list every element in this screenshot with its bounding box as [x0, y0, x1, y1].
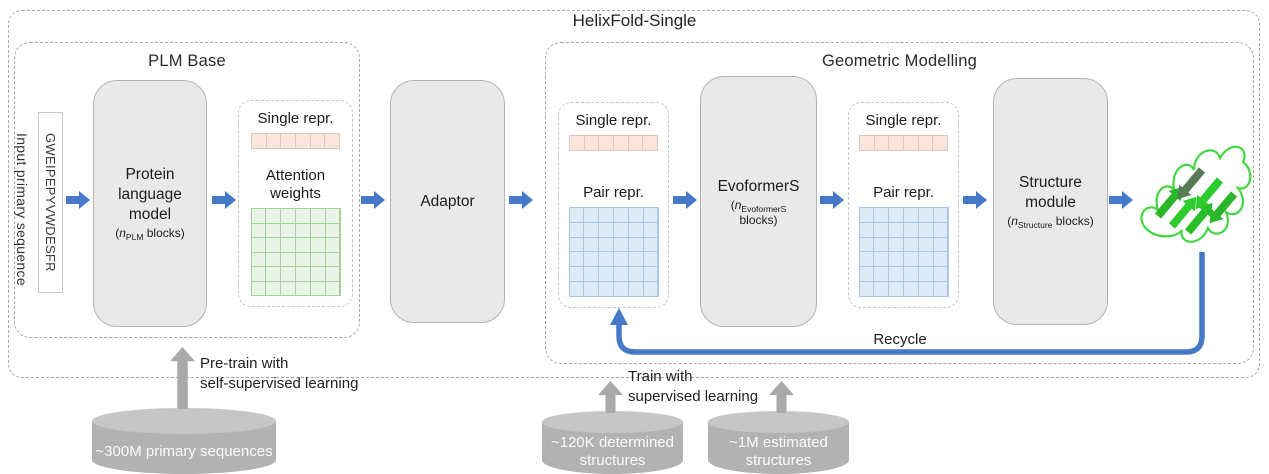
plm-box-label: Protein language model	[118, 166, 182, 223]
database-label: ~300M primary sequences	[95, 442, 273, 460]
sequence-text: GWEIPEPYVWDESFR	[43, 133, 58, 272]
recycle-label: Recycle	[873, 331, 927, 348]
single-repr-grid-icon	[569, 135, 658, 151]
single-repr-label: Single repr.	[257, 110, 334, 127]
pretrain-annotation: Pre-train with self-supervised learning	[200, 355, 359, 392]
pair-repr-grid-icon	[858, 207, 949, 297]
database-label: ~120K determined structures	[550, 434, 674, 469]
plm-base-frame: PLM Base	[14, 42, 360, 338]
geometric-input-repr-box: Single repr. Pair repr.	[558, 102, 669, 308]
single-repr-label: Single repr.	[575, 112, 652, 129]
evoformers-label: EvoformerS	[717, 177, 800, 195]
plm-base-title: PLM Base	[148, 52, 226, 70]
adaptor-box: Adaptor	[390, 80, 505, 323]
evoformers-box: EvoformerS (nEvoformerS blocks)	[700, 76, 817, 327]
protein-structure-icon	[1140, 145, 1252, 243]
attention-weights-grid-icon	[250, 208, 341, 296]
single-repr-grid-icon	[859, 135, 948, 151]
train-annotation: Train with supervised learning	[628, 368, 759, 405]
database-determined-structures: ~120K determined structures	[542, 411, 683, 474]
pair-repr-label: Pair repr.	[873, 184, 934, 201]
cylinder-body: ~120K determined structures	[542, 422, 683, 474]
geometric-output-repr-box: Single repr. Pair repr.	[848, 102, 959, 308]
sequence-box: GWEIPEPYVWDESFR	[38, 112, 63, 293]
cylinder-top	[542, 411, 683, 433]
attention-weights-label: Attention weights	[265, 167, 326, 202]
diagram-title: HelixFold-Single	[572, 11, 697, 30]
database-label: ~1M estimated structures	[729, 434, 828, 469]
database-estimated-structures: ~1M estimated structures	[708, 411, 849, 474]
protein-loop	[1140, 145, 1252, 243]
single-repr-grid-icon	[251, 133, 340, 149]
outer-frame	[8, 10, 1260, 378]
train-arrow-icon	[598, 381, 623, 413]
protein-language-model-box: Protein language model (nPLM blocks)	[93, 80, 207, 327]
adaptor-label: Adaptor	[420, 192, 475, 210]
train-arrow-icon	[769, 381, 794, 413]
geometric-modelling-frame: Geometric Modelling	[545, 42, 1254, 364]
database-primary-sequences: ~300M primary sequences	[92, 408, 276, 474]
cylinder-top	[92, 408, 276, 434]
structure-module-note: (nStructure blocks)	[1007, 213, 1094, 230]
input-primary-sequence-label: Input primary sequence	[14, 132, 30, 286]
geometric-modelling-title: Geometric Modelling	[821, 52, 978, 70]
pair-repr-label: Pair repr.	[583, 184, 644, 201]
cylinder-top	[708, 411, 849, 433]
structure-module-box: Structure module (nStructure blocks)	[993, 78, 1108, 325]
plm-box-note: (nPLM blocks)	[115, 225, 185, 242]
protein-beta-strands	[1154, 167, 1238, 235]
evoformers-note: (nEvoformerS blocks)	[730, 197, 787, 227]
plm-output-repr-box: Single repr. Attention weights	[238, 100, 353, 307]
single-repr-label: Single repr.	[865, 112, 942, 129]
structure-module-label: Structure module	[1019, 174, 1082, 212]
pair-repr-grid-icon	[568, 207, 659, 297]
